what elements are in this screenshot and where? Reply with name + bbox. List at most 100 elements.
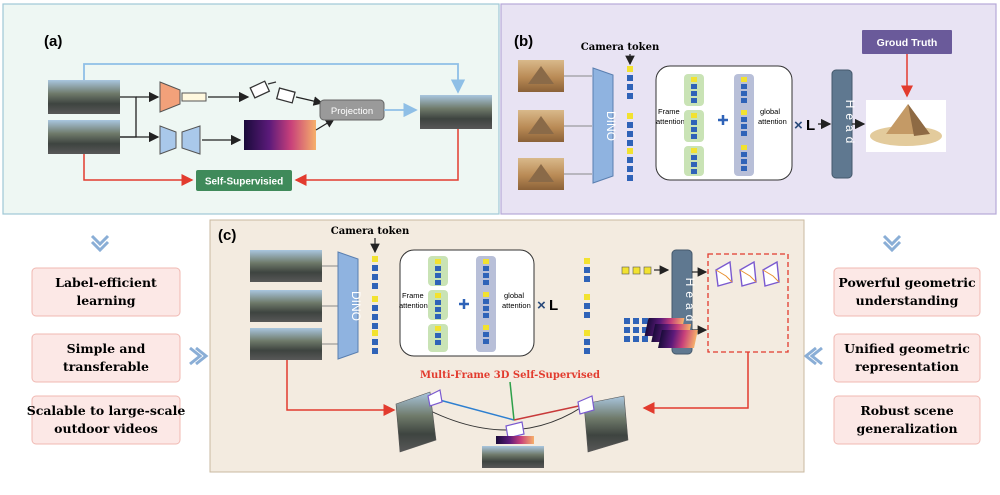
global-attention-tokens xyxy=(734,74,754,176)
feature-box-label-line1: Label-efficient xyxy=(55,275,157,290)
chevron-right-icon xyxy=(189,346,209,366)
panel-a-label: (a) xyxy=(44,33,62,50)
token-column xyxy=(627,113,633,146)
global-attention-label-2: attention xyxy=(758,117,787,126)
panel-c: (c) Camera token DINO Frame attention xyxy=(209,219,805,473)
frame-attention-tokens xyxy=(684,74,704,176)
output-to-reconstruction-arrow xyxy=(642,352,749,414)
frame-attention-label-1: Frame xyxy=(658,107,680,116)
depth-map-stack-image xyxy=(644,318,698,348)
panel-b-label: (b) xyxy=(514,33,533,50)
frame-attention-tokens xyxy=(428,256,448,352)
chevron-left-icon xyxy=(803,346,823,366)
camera-to-projection-arrow xyxy=(295,96,324,106)
feature-box-label-line1: Robust scene xyxy=(860,403,953,418)
layers-count-label: L xyxy=(549,297,558,314)
camera-token-label: Camera token xyxy=(331,226,410,237)
frame-attention-label-1: Frame xyxy=(402,291,424,300)
feature-box-simple xyxy=(31,333,181,383)
frame-attention-label-2: attention xyxy=(656,117,685,126)
street-frame-image xyxy=(250,290,322,322)
feature-box-label-line2: generalization xyxy=(856,421,957,436)
street-frame-image xyxy=(250,250,322,282)
frame-attention-label-2: attention xyxy=(399,301,428,310)
feature-box-label-line1: Scalable to large-scale xyxy=(27,403,186,418)
pose-encoder-shape xyxy=(159,81,181,113)
layers-count-label: L xyxy=(806,117,815,134)
depth-decoder-shape xyxy=(181,125,201,155)
global-attention-label-1: global xyxy=(760,107,780,116)
dino-label: DINO xyxy=(604,111,618,141)
left-feature-list: Label-efficient learning Simple and tran… xyxy=(27,267,186,445)
depth-encoder-shape xyxy=(159,125,177,155)
right-feature-list: Powerful geometric understanding Unified… xyxy=(833,267,981,445)
global-attention-tokens xyxy=(476,256,496,352)
target-to-loss-arrow xyxy=(83,154,194,186)
pyramid-pointcloud-image xyxy=(866,100,946,152)
head-label: Head xyxy=(843,100,857,149)
feature-box-label-line2: representation xyxy=(855,359,959,374)
input-to-reconstruction-arrow xyxy=(286,360,396,416)
feature-box-label-line2: outdoor videos xyxy=(54,421,158,436)
camera-token-row xyxy=(621,266,652,275)
pose-vector-shape xyxy=(181,92,207,102)
camera-token-label: Camera token xyxy=(581,42,660,53)
chevron-down-icon xyxy=(90,234,110,253)
global-attention-label-2: attention xyxy=(502,301,531,310)
dino-backbone-shape xyxy=(337,251,359,360)
feature-box-unified xyxy=(833,333,981,383)
panel-c-label: (c) xyxy=(218,227,236,244)
frame-input-lines xyxy=(564,75,592,175)
projection-label: Projection xyxy=(331,106,373,117)
pose-link-blue xyxy=(431,397,515,421)
token-column xyxy=(627,66,633,99)
feature-box-label-efficient xyxy=(31,267,181,317)
plus-icon xyxy=(718,115,728,125)
feature-box-scalable xyxy=(31,395,181,445)
plus-icon xyxy=(459,299,469,309)
feature-box-label-line2: understanding xyxy=(856,293,959,308)
token-column xyxy=(627,148,633,181)
feature-box-label-line2: learning xyxy=(76,293,135,308)
pyramid-frame-image xyxy=(518,110,564,142)
feature-box-label-line1: Powerful geometric xyxy=(838,275,976,290)
pyramid-frame-image xyxy=(518,158,564,190)
feature-box-geometric xyxy=(833,267,981,317)
dino-backbone-shape xyxy=(592,67,614,184)
depth-map-image xyxy=(244,120,316,150)
source-frame-image xyxy=(48,80,120,114)
ground-truth-label: Groud Truth xyxy=(877,37,938,49)
pyramid-frame-image xyxy=(518,60,564,92)
dino-label: DINO xyxy=(349,291,363,321)
warped-frame-center xyxy=(482,421,544,468)
self-supervised-label: Self-Supervisied xyxy=(205,177,283,188)
warped-frame-right xyxy=(577,395,629,453)
source-to-output-arrow xyxy=(83,63,466,94)
camera-pose-icon xyxy=(249,80,296,104)
ground-truth-box xyxy=(862,30,952,54)
target-frame-image xyxy=(48,120,120,154)
panel-b: (b) Camera token DINO xyxy=(500,3,997,215)
multi-frame-label: Multi-Frame 3D Self-Supervised xyxy=(420,370,600,381)
token-column xyxy=(372,256,378,354)
warped-frame-left xyxy=(395,389,443,453)
output-token-column xyxy=(584,258,590,354)
camera-frustum-icons xyxy=(715,260,780,287)
depth-to-projection-arrow xyxy=(315,118,336,131)
frame-input-lines xyxy=(322,265,338,345)
times-icon: × xyxy=(537,297,546,314)
panel-a: (a) Projection Self xyxy=(2,3,500,215)
self-supervised-box xyxy=(196,170,292,191)
chevron-down-icon xyxy=(882,234,902,253)
reconstructed-frame-image xyxy=(420,95,492,129)
street-frame-image xyxy=(250,328,322,360)
global-attention-label-1: global xyxy=(504,291,524,300)
feature-box-label-line2: transferable xyxy=(63,359,149,374)
pose-link-green xyxy=(509,381,515,421)
patch-token-grid xyxy=(624,318,648,342)
feature-box-label-line1: Simple and xyxy=(67,341,146,356)
head-label: Head xyxy=(683,278,697,327)
output-to-loss-arrow xyxy=(294,129,459,186)
feature-box-label-line1: Unified geometric xyxy=(844,341,970,356)
